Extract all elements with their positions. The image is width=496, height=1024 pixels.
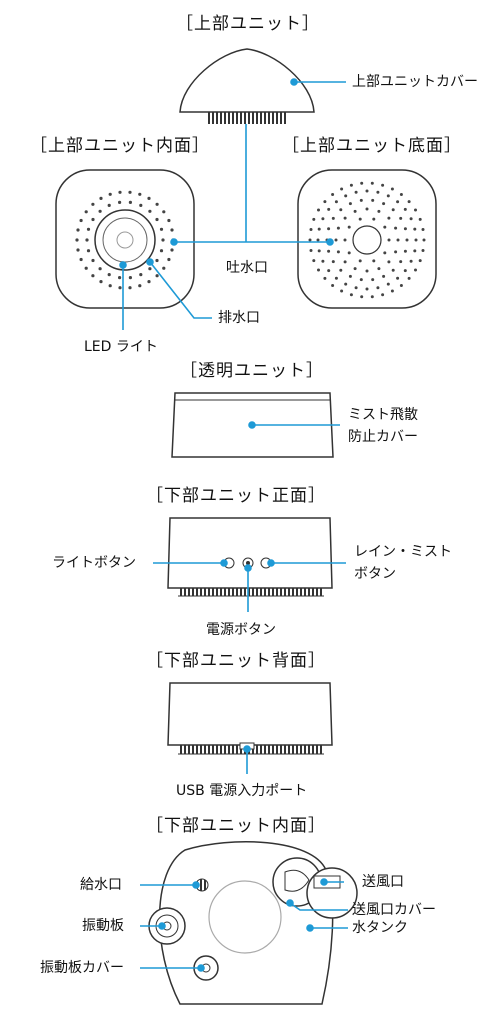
header-lower-front: ［下部ユニット正面］ [146, 486, 326, 506]
label-top-cover: 上部ユニットカバー [352, 74, 478, 90]
header-clear-unit: ［透明ユニット］ [180, 361, 324, 381]
leader-lines [119, 78, 348, 972]
label-vibration-cover: 振動板カバー [40, 960, 124, 976]
label-light-button: ライトボタン [52, 555, 136, 571]
lower-front-illustration [167, 517, 333, 597]
label-led-light: LED ライト [84, 339, 158, 355]
header-top-inner: ［上部ユニット内面］ [30, 136, 210, 156]
label-fan-outlet: 送風口 [362, 874, 404, 890]
label-mist-cover-line1: ミスト飛散 [348, 407, 418, 423]
label-rain-mist-button-line2: ボタン [354, 566, 396, 582]
top-bottom-illustration [297, 169, 437, 309]
label-drain: 排水口 [218, 310, 260, 326]
label-fan-outlet-cover: 送風口カバー [352, 902, 436, 918]
top-unit-illustration [179, 48, 315, 124]
label-water-inlet: 給水口 [80, 877, 122, 893]
label-rain-mist-button-line1: レイン・ミスト [354, 544, 452, 560]
lower-back-illustration [167, 682, 333, 755]
label-power-button: 電源ボタン [206, 622, 276, 638]
label-usb-port: USB 電源入力ポート [176, 783, 308, 799]
label-spout: 吐水口 [226, 260, 268, 276]
header-top-bottom: ［上部ユニット底面］ [282, 136, 462, 156]
header-lower-back: ［下部ユニット背面］ [146, 651, 326, 671]
label-mist-cover-line2: 防止カバー [348, 429, 418, 445]
header-lower-inner: ［下部ユニット内面］ [146, 816, 326, 836]
header-top-unit: ［上部ユニット］ [176, 14, 320, 34]
label-water-tank: 水タンク [352, 920, 408, 936]
lower-inner-illustration [148, 840, 358, 1005]
label-vibration-plate: 振動板 [82, 918, 124, 934]
